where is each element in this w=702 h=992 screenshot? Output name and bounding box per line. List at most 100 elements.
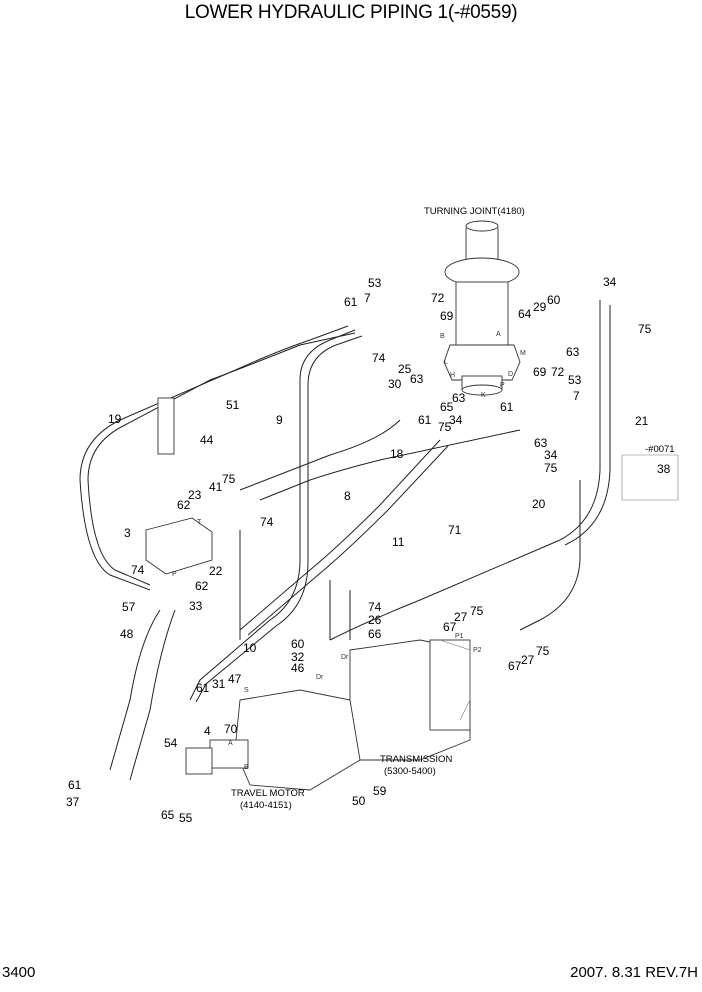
callout-21: 21 xyxy=(635,414,649,428)
port-label: K xyxy=(481,392,486,399)
callouts: 53 7 61 72 69 74 25 30 63 61 65 63 34 75… xyxy=(66,275,671,825)
port-label: P1 xyxy=(455,633,464,640)
callout-7: 7 xyxy=(364,291,371,305)
callout-74: 74 xyxy=(131,563,145,577)
callout-53: 53 xyxy=(568,373,582,387)
page-title: LOWER HYDRAULIC PIPING 1(-#0559) xyxy=(184,2,518,23)
callout-46: 46 xyxy=(291,661,305,675)
callout-75: 75 xyxy=(438,420,452,434)
callout-63: 63 xyxy=(410,372,424,386)
callout-75: 75 xyxy=(638,322,652,336)
callout-74: 74 xyxy=(372,351,386,365)
callout-10: 10 xyxy=(243,641,257,655)
port-label: M xyxy=(520,350,526,357)
callout-34: 34 xyxy=(603,275,617,289)
port-label: P xyxy=(500,382,505,389)
callout-33: 33 xyxy=(189,599,203,613)
callout-11: 11 xyxy=(392,535,405,549)
callout-50: 50 xyxy=(352,794,366,808)
callout-63: 63 xyxy=(452,391,466,405)
callout-63: 63 xyxy=(534,436,548,450)
callout-9: 9 xyxy=(276,413,283,427)
serial-note: -#0071 xyxy=(645,444,675,455)
callout-53: 53 xyxy=(368,276,382,290)
callout-61: 61 xyxy=(500,400,514,414)
callout-67: 67 xyxy=(443,620,457,634)
callout-62: 62 xyxy=(195,579,209,593)
port-label: Dr xyxy=(341,654,349,661)
callout-65: 65 xyxy=(161,808,175,822)
callout-75: 75 xyxy=(544,461,558,475)
callout-29: 29 xyxy=(533,300,547,314)
callout-25: 25 xyxy=(398,362,412,376)
callout-32: 32 xyxy=(291,650,305,664)
port-label: D xyxy=(508,371,513,378)
callout-60: 60 xyxy=(547,293,561,307)
transmission-caption: TRANSMISSION xyxy=(380,754,452,765)
port-label: S xyxy=(244,687,249,694)
callout-74: 74 xyxy=(260,515,274,529)
callout-61: 61 xyxy=(68,778,82,792)
callout-60: 60 xyxy=(291,637,305,651)
callout-27: 27 xyxy=(521,653,535,667)
transmission xyxy=(349,639,471,761)
port-label: A xyxy=(496,331,501,338)
callout-34: 34 xyxy=(544,448,558,462)
callout-71: 71 xyxy=(448,523,462,537)
callout-75: 75 xyxy=(470,604,484,618)
callout-48: 48 xyxy=(120,627,134,641)
callout-72: 72 xyxy=(551,365,565,379)
callout-75: 75 xyxy=(222,472,236,486)
callout-47: 47 xyxy=(228,672,242,686)
callout-44: 44 xyxy=(200,433,214,447)
callout-61: 61 xyxy=(344,295,358,309)
callout-19: 19 xyxy=(108,412,122,426)
port-label: A xyxy=(228,740,233,747)
callout-41: 41 xyxy=(209,480,223,494)
turning-joint xyxy=(443,220,521,396)
page-number: 3400 xyxy=(2,964,36,981)
callout-3: 3 xyxy=(124,526,131,540)
callout-34: 34 xyxy=(449,413,463,427)
callout-38: 38 xyxy=(657,462,671,476)
callout-31: 31 xyxy=(212,677,226,691)
callout-66: 66 xyxy=(368,627,382,641)
callout-72: 72 xyxy=(431,291,445,305)
callout-61: 61 xyxy=(196,681,210,695)
port-label: H xyxy=(450,372,455,379)
valve-block xyxy=(145,517,213,575)
port-label: B xyxy=(244,764,249,771)
port-label: B xyxy=(440,333,445,340)
pipes xyxy=(79,300,611,781)
callout-22: 22 xyxy=(209,564,223,578)
callout-69: 69 xyxy=(440,309,454,323)
callout-30: 30 xyxy=(388,377,402,391)
callout-54: 54 xyxy=(164,736,178,750)
callout-57: 57 xyxy=(122,600,136,614)
bracket xyxy=(157,397,175,455)
travel-motor xyxy=(185,689,361,791)
callout-62: 62 xyxy=(177,498,191,512)
callout-70: 70 xyxy=(224,722,238,736)
callout-20: 20 xyxy=(532,497,546,511)
callout-37: 37 xyxy=(66,795,80,809)
port-label: P xyxy=(172,571,177,578)
serial-note-box xyxy=(621,454,679,501)
port-label: Dr xyxy=(316,674,324,681)
callout-67: 67 xyxy=(508,659,522,673)
callout-27: 27 xyxy=(454,610,468,624)
callout-51: 51 xyxy=(226,398,240,412)
callout-59: 59 xyxy=(373,784,387,798)
callout-63: 63 xyxy=(566,345,580,359)
callout-7: 7 xyxy=(573,389,580,403)
callout-74: 74 xyxy=(368,600,382,614)
callout-65: 65 xyxy=(440,400,454,414)
turning-joint-caption: TURNING JOINT(4180) xyxy=(424,206,525,217)
travel-motor-caption: TRAVEL MOTOR xyxy=(231,788,305,799)
callout-23: 23 xyxy=(188,488,202,502)
callout-18: 18 xyxy=(390,447,404,461)
travel-motor-code: (4140-4151) xyxy=(240,800,292,811)
callout-75: 75 xyxy=(536,644,550,658)
callout-61: 61 xyxy=(418,413,432,427)
